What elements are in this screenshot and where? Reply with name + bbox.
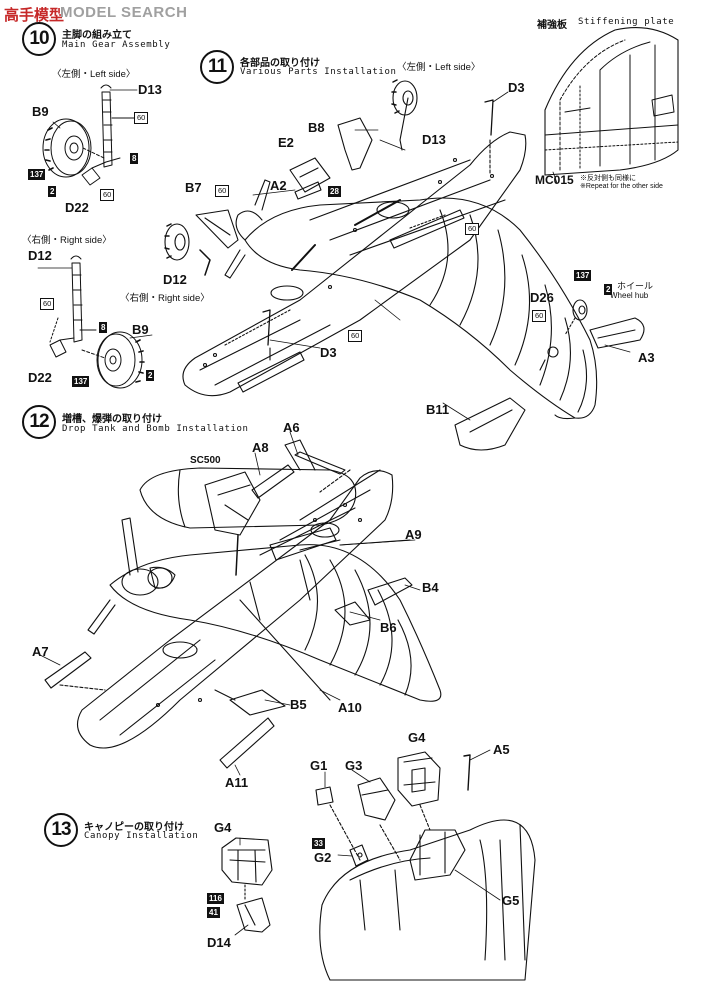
- step-13-badge: 13: [44, 813, 78, 847]
- step-13-title-jp: キャノピーの取り付け: [84, 822, 184, 833]
- color-code-8: 8: [99, 322, 108, 333]
- part-d12: D12: [163, 272, 187, 287]
- stiffening-plate-illustration: [544, 27, 679, 176]
- part-a5: A5: [493, 742, 510, 757]
- step-12-title-en: Drop Tank and Bomb Installation: [62, 424, 249, 434]
- part-d3-bottom: D3: [320, 345, 337, 360]
- color-code-60: 60: [215, 185, 230, 197]
- color-code-60: 60: [100, 189, 115, 201]
- step-10-title-jp: 主脚の組み立て: [62, 30, 132, 41]
- step-12-title-jp: 増槽、爆弾の取り付け: [62, 414, 162, 425]
- step-11-title-en: Various Parts Installation: [240, 67, 397, 77]
- part-d22-right: D22: [28, 370, 52, 385]
- step-10-title-en: Main Gear Assembly: [62, 40, 171, 50]
- right-side-label: 〈右側・Right side〉: [22, 235, 112, 246]
- aircraft-step12: [44, 439, 442, 769]
- color-code-8: 8: [130, 153, 139, 164]
- part-d13: D13: [422, 132, 446, 147]
- color-code-2: 2: [146, 370, 155, 381]
- aircraft-step11: [164, 79, 645, 451]
- step-11-badge: 11: [200, 50, 234, 84]
- mc015-label: MC015: [535, 173, 574, 187]
- color-code-116: 116: [207, 893, 224, 904]
- part-g3: G3: [345, 758, 363, 773]
- color-code-60: 60: [40, 298, 55, 310]
- part-b11: B11: [426, 402, 450, 417]
- part-a10: A10: [338, 700, 362, 715]
- part-d22-left: D22: [65, 200, 89, 215]
- part-a7: A7: [32, 644, 49, 659]
- part-sc500: SC500: [190, 455, 221, 466]
- part-b7: B7: [185, 180, 202, 195]
- stiffening-plate-jp: 補強板: [537, 20, 567, 31]
- part-a8: A8: [252, 440, 269, 455]
- part-a6: A6: [283, 420, 300, 435]
- part-g2: G2: [314, 850, 332, 865]
- color-code-60: 60: [134, 112, 149, 124]
- stiffening-plate-en: Stiffening plate: [578, 17, 675, 27]
- part-a2: A2: [270, 178, 287, 193]
- part-g4-bottom: G4: [214, 820, 232, 835]
- mc015-note-jp: ※反対側も同様に: [580, 175, 636, 182]
- part-b9-right: B9: [132, 322, 149, 337]
- color-code-60: 60: [465, 223, 480, 235]
- left-side-label-s11: 〈左側・Left side〉: [397, 62, 481, 73]
- step-13-title-en: Canopy Installation: [84, 831, 199, 841]
- part-b6: B6: [380, 620, 397, 635]
- leader-lines: [37, 89, 631, 936]
- part-a3: A3: [638, 350, 655, 365]
- canopy-step13: [221, 751, 536, 981]
- color-code-60: 60: [532, 310, 547, 322]
- step-10-badge: 10: [22, 22, 56, 56]
- color-code-137: 137: [28, 169, 46, 180]
- left-side-label: 〈左側・Left side〉: [52, 69, 136, 80]
- color-code-33: 33: [312, 838, 325, 849]
- step-12-badge: 12: [22, 405, 56, 439]
- color-code-60: 60: [348, 330, 363, 342]
- mc015-note-en: ※Repeat for the other side: [580, 183, 663, 190]
- wheel-hub-en: Wheel hub: [610, 291, 649, 300]
- right-side-label-s11: 〈右側・Right side〉: [120, 293, 210, 304]
- part-a9: A9: [405, 527, 422, 542]
- color-code-137: 137: [574, 270, 592, 281]
- step-11-title-jp: 各部品の取り付け: [240, 58, 320, 69]
- right-gear-assembly: [49, 255, 145, 389]
- color-code-28: 28: [328, 186, 341, 197]
- part-b4: B4: [422, 580, 439, 595]
- watermark-en: MODEL SEARCH: [60, 4, 188, 21]
- part-d14: D14: [207, 935, 231, 950]
- part-g4-top: G4: [408, 730, 426, 745]
- part-a11: A11: [225, 775, 249, 790]
- color-code-2: 2: [604, 284, 613, 295]
- part-g1: G1: [310, 758, 328, 773]
- part-g5: G5: [502, 893, 520, 908]
- part-e2: E2: [278, 135, 294, 150]
- part-d12-right: D12: [28, 248, 52, 263]
- part-d13-left: D13: [138, 82, 162, 97]
- wheel-hub-jp: ホイール: [617, 281, 654, 291]
- color-code-41: 41: [207, 907, 220, 918]
- part-b5: B5: [290, 697, 307, 712]
- watermark-cn: 高手模型: [4, 7, 65, 24]
- left-gear-assembly: [42, 84, 136, 186]
- color-code-2: 2: [48, 186, 57, 197]
- part-b9-left: B9: [32, 104, 49, 119]
- part-d26: D26: [530, 290, 554, 305]
- part-d3-top: D3: [508, 80, 525, 95]
- color-code-137: 137: [72, 376, 90, 387]
- part-b8: B8: [308, 120, 325, 135]
